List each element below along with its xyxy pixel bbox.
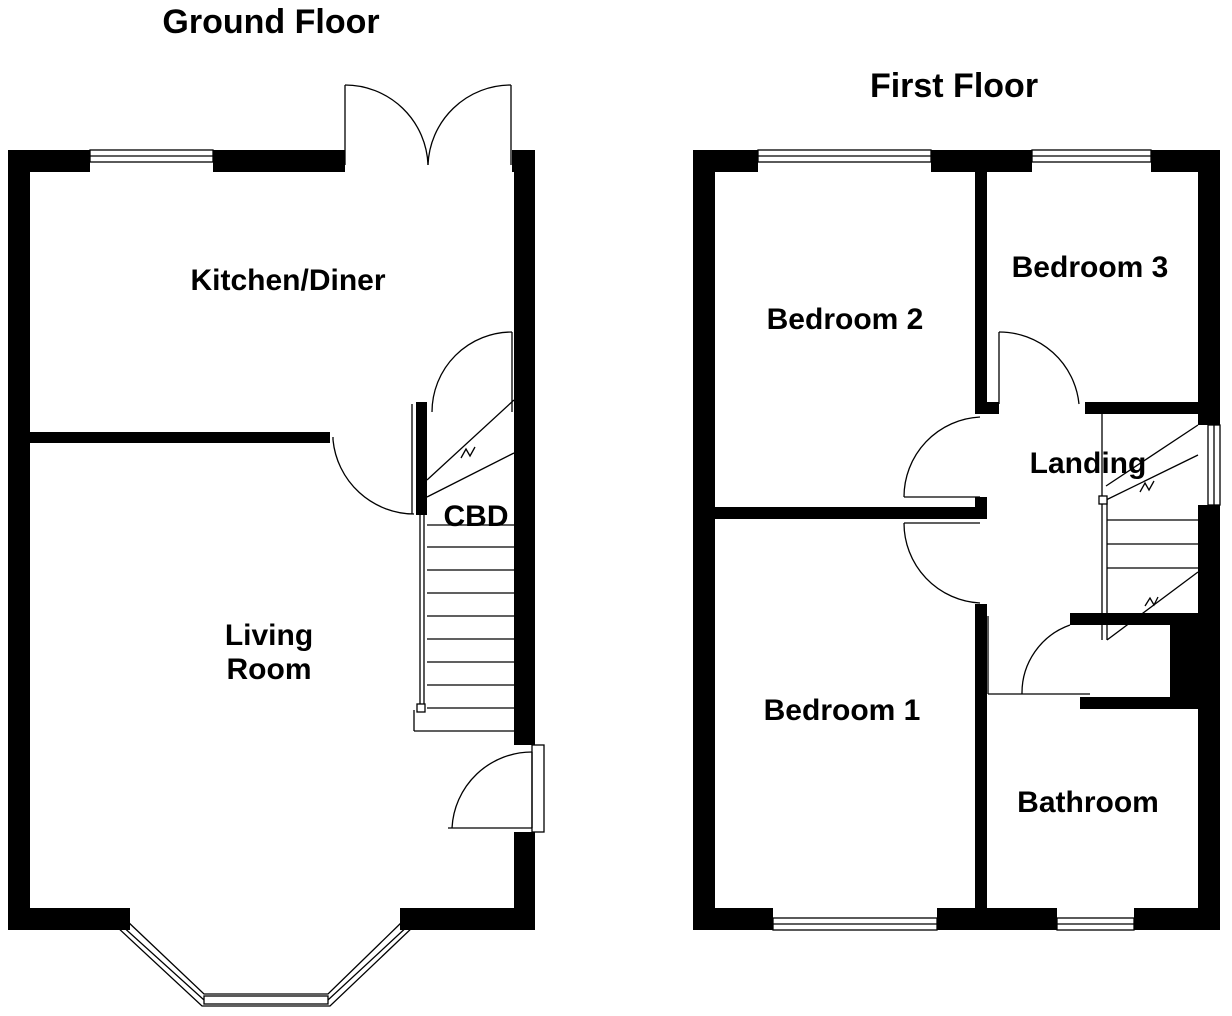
door-swing (903, 522, 981, 604)
wall (416, 402, 427, 515)
door-swing (903, 416, 981, 498)
wall (975, 604, 987, 930)
french-doors (344, 84, 512, 166)
door-swing (431, 331, 513, 413)
wall (937, 908, 1057, 930)
wall (975, 172, 987, 414)
wall (514, 150, 535, 745)
wall (1198, 505, 1220, 930)
wall (514, 832, 535, 930)
wall (1080, 697, 1198, 709)
first-floor-title: First Floor (870, 67, 1038, 105)
wall (8, 150, 30, 930)
wall (400, 908, 535, 930)
window (1031, 149, 1152, 163)
window (1056, 917, 1135, 931)
wall (8, 150, 90, 172)
bay-window (115, 911, 415, 1007)
room-label-landing: Landing (1030, 447, 1147, 480)
room-label-cbd: CBD (444, 500, 509, 533)
first-floor-plan (693, 149, 1221, 931)
window (89, 149, 214, 163)
wall (1134, 908, 1220, 930)
staircase (413, 399, 515, 732)
ground-floor-title: Ground Floor (162, 3, 379, 41)
room-label-living-room: Living (225, 619, 313, 652)
wall (1170, 613, 1198, 709)
wall (213, 150, 345, 172)
window (772, 917, 938, 931)
room-label-living-room-line2: Room (227, 653, 312, 686)
window (757, 149, 932, 163)
ground-floor-plan (8, 84, 545, 1007)
room-label-bathroom: Bathroom (1017, 786, 1159, 819)
wall (693, 150, 715, 930)
wall (1198, 150, 1220, 425)
wall (931, 150, 1032, 172)
room-label-bedroom-3: Bedroom 3 (1012, 251, 1169, 284)
wall (693, 150, 758, 172)
wall (30, 432, 330, 443)
door-swing (987, 616, 1090, 695)
wall (715, 507, 987, 519)
wall (8, 908, 130, 930)
room-label-bedroom-2: Bedroom 2 (767, 303, 924, 336)
door-swing (998, 331, 1080, 405)
wall (693, 908, 773, 930)
room-label-bedroom-1: Bedroom 1 (764, 694, 921, 727)
window (1207, 424, 1221, 506)
front-door (448, 744, 545, 833)
staircase (1098, 414, 1199, 641)
room-label-kitchen-diner: Kitchen/Diner (190, 264, 385, 297)
wall (975, 402, 999, 414)
door-swing (332, 404, 415, 515)
wall (1085, 402, 1198, 414)
